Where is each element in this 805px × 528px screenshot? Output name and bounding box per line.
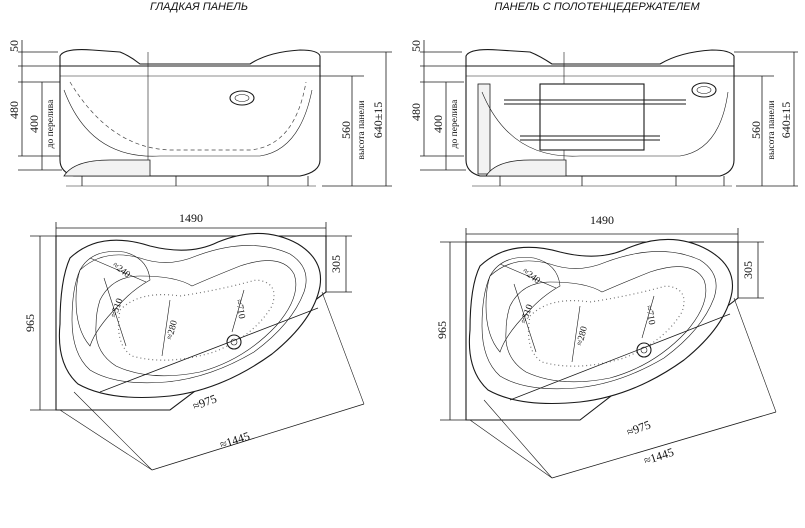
dim-400-right: 400	[431, 115, 445, 133]
dim-top-right: 50	[409, 40, 423, 52]
dim-965-left: 965	[23, 314, 37, 332]
dim-560-right: 560	[749, 121, 763, 139]
dim-975-left: ≈975	[191, 391, 219, 413]
dim-560-left: 560	[339, 121, 353, 139]
title-towel-panel: ПАНЕЛЬ С ПОЛОТЕНЦЕДЕРЖАТЕЛЕМ	[494, 1, 700, 13]
dim-1445-left: ≈1445	[218, 429, 251, 452]
dim-965-right: 965	[435, 321, 449, 339]
dim-975-right: ≈975	[625, 417, 653, 439]
dim-panel-label-left: высота панели	[357, 101, 367, 160]
dim-r280-right: ≈280	[575, 325, 590, 347]
dim-640-right: 640±15	[779, 102, 793, 139]
dim-640-left: 640±15	[371, 102, 385, 139]
front-view-left: 50 480 400 до перелива 560 высота панели…	[7, 40, 392, 187]
dim-r710-right: ≈710	[643, 305, 656, 326]
dim-1445-right: ≈1445	[642, 445, 675, 468]
dim-305-left: 305	[329, 255, 343, 273]
dim-overflow-label-right: до перелива	[450, 99, 460, 148]
dim-overflow-label-left: до перелива	[46, 99, 56, 148]
dim-480-right: 480	[409, 103, 423, 121]
dim-top-left: 50	[7, 40, 21, 52]
title-smooth-panel: ГЛАДКАЯ ПАНЕЛЬ	[150, 1, 248, 13]
dim-r710-left: ≈710	[233, 299, 246, 320]
front-view-right: 50 480 400 до перелива 560 высота панели…	[409, 40, 798, 187]
dim-r280-left: ≈280	[165, 319, 180, 341]
dim-305-right: 305	[741, 261, 755, 279]
dim-panel-label-right: высота панели	[767, 101, 777, 160]
plan-view-right: 1490 965 305 ≈240 ≈510 ≈280 ≈710 ≈975 ≈1…	[435, 213, 777, 479]
dim-400-left: 400	[27, 115, 41, 133]
dim-1490-left: 1490	[179, 211, 203, 225]
plan-view-left: 1490 965 305 ≈240 ≈510 ≈280 ≈710	[23, 211, 365, 471]
dim-1490-right: 1490	[590, 213, 614, 227]
dim-480-left: 480	[7, 101, 21, 119]
